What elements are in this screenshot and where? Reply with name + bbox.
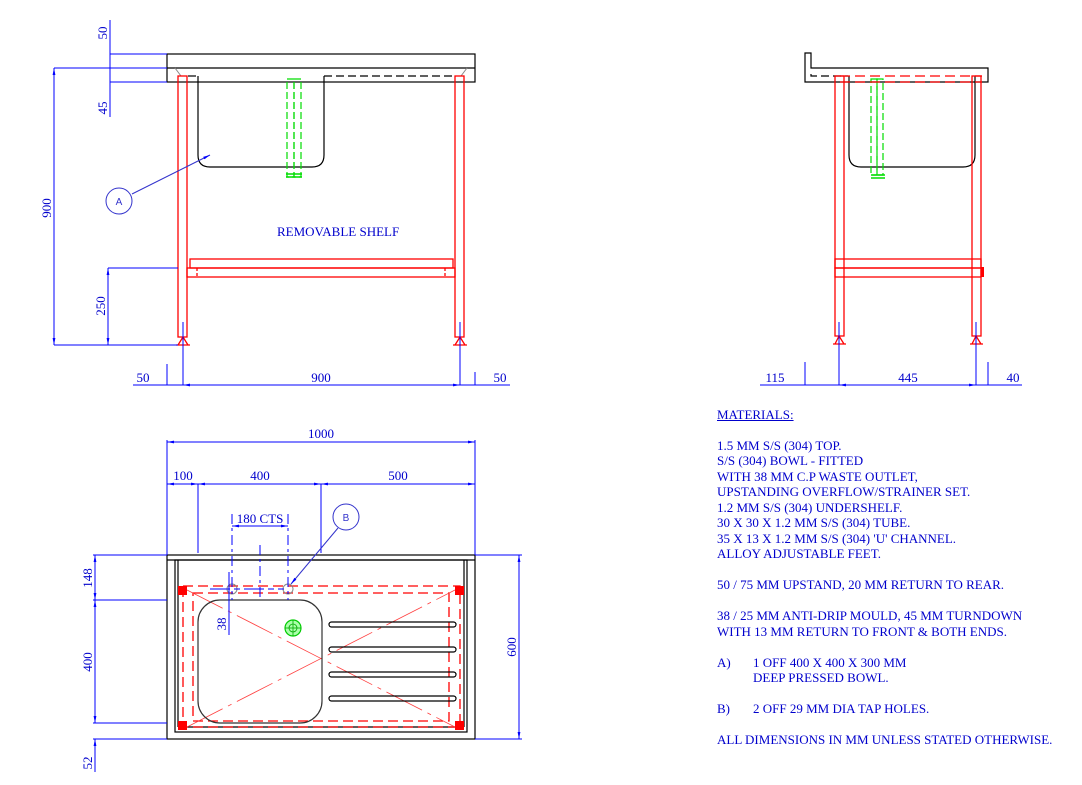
material-line: 1.5 MM S/S (304) TOP. <box>717 437 842 453</box>
dim-drainer-width: 500 <box>388 468 408 483</box>
dimensions-footer: ALL DIMENSIONS IN MM UNLESS STATED OTHER… <box>717 732 1053 747</box>
front-elevation: 50 45 900 250 50 900 50 A <box>39 20 510 387</box>
item-b-line: 2 OFF 29 MM DIA TAP HOLES. <box>753 701 930 716</box>
dim-turndown: 45 <box>95 102 110 115</box>
dim-front-offset: 40 <box>1007 370 1020 385</box>
plan-bowl <box>197 599 323 724</box>
callout-b <box>332 503 360 531</box>
material-line: ALLOY ADJUSTABLE FEET. <box>717 546 881 561</box>
material-line: 1.2 MM S/S (304) UNDERSHELF. <box>717 499 903 515</box>
bowl-outline <box>197 76 325 168</box>
item-a-line-2: DEEP PRESSED BOWL. <box>753 670 889 685</box>
removable-shelf-label: REMOVABLE SHELF <box>277 224 400 239</box>
dim-tap-hole-offset: 38 <box>214 618 229 631</box>
side-elevation: 115 445 40 <box>760 52 1022 387</box>
item-b-key: B) <box>717 701 730 716</box>
drainer-groove <box>328 621 457 628</box>
mould-note-2: WITH 13 MM RETURN TO FRONT & BOTH ENDS. <box>717 623 1007 639</box>
upstand-note: 50 / 75 MM UPSTAND, 20 MM RETURN TO REAR… <box>717 577 1005 592</box>
dim-front-margin: 52 <box>80 757 95 770</box>
item-a: A) 1 OFF 400 X 400 X 300 MM <box>717 655 1052 671</box>
dim-upstand: 50 <box>95 27 110 40</box>
mould-note-1: 38 / 25 MM ANTI-DRIP MOULD, 45 MM TURNDO… <box>717 608 1023 623</box>
dim-overall-depth: 600 <box>504 637 519 657</box>
left-leg <box>177 75 188 338</box>
item-b: B) 2 OFF 29 MM DIA TAP HOLES. <box>717 701 1052 717</box>
callout-a-label: A <box>116 197 123 208</box>
callout-b-label: B <box>343 513 350 524</box>
dim-left-overhang: 50 <box>137 370 150 385</box>
materials-notes: MATERIALS: 1.5 MM S/S (304) TOP. S/S (30… <box>717 407 1052 748</box>
dim-rear-offset: 115 <box>765 370 784 385</box>
dim-shelf-height: 250 <box>93 296 108 316</box>
dim-leg-centres: 900 <box>311 370 331 385</box>
material-line: UPSTANDING OVERFLOW/STRAINER SET. <box>717 484 971 499</box>
dim-bowl-depth: 400 <box>80 652 95 672</box>
plan-view: 1000 100 400 500 180 CTS 148 400 52 38 6… <box>80 426 522 772</box>
material-line: S/S (304) BOWL - FITTED <box>717 453 864 468</box>
dim-bowl-width: 400 <box>250 468 270 483</box>
dim-right-overhang: 50 <box>494 370 507 385</box>
side-worktop <box>804 52 989 83</box>
item-a-key: A) <box>717 654 731 670</box>
item-a-line-1: 1 OFF 400 X 400 X 300 MM <box>753 654 907 670</box>
waste-outlet <box>286 78 295 178</box>
material-line: 30 X 30 X 1.2 MM S/S (304) TUBE. <box>717 515 911 530</box>
dim-left-margin: 100 <box>173 468 193 483</box>
dim-overall-length: 1000 <box>308 426 334 441</box>
callout-a <box>105 187 133 215</box>
plan-top-outline <box>166 554 476 740</box>
right-leg <box>454 75 465 338</box>
material-line: 35 X 13 X 1.2 MM S/S (304) 'U' CHANNEL. <box>717 530 957 546</box>
underframe <box>182 585 461 728</box>
material-line: WITH 38 MM C.P WASTE OUTLET, <box>717 468 918 484</box>
dim-tap-centres: 180 CTS <box>237 511 284 526</box>
dim-rear-margin: 148 <box>80 568 95 588</box>
item-a-cont: DEEP PRESSED BOWL. <box>717 670 1052 686</box>
materials-title: MATERIALS: <box>717 407 794 422</box>
dim-side-leg-centres: 445 <box>898 370 918 385</box>
undershelf <box>189 258 454 269</box>
dim-height: 900 <box>39 198 54 218</box>
